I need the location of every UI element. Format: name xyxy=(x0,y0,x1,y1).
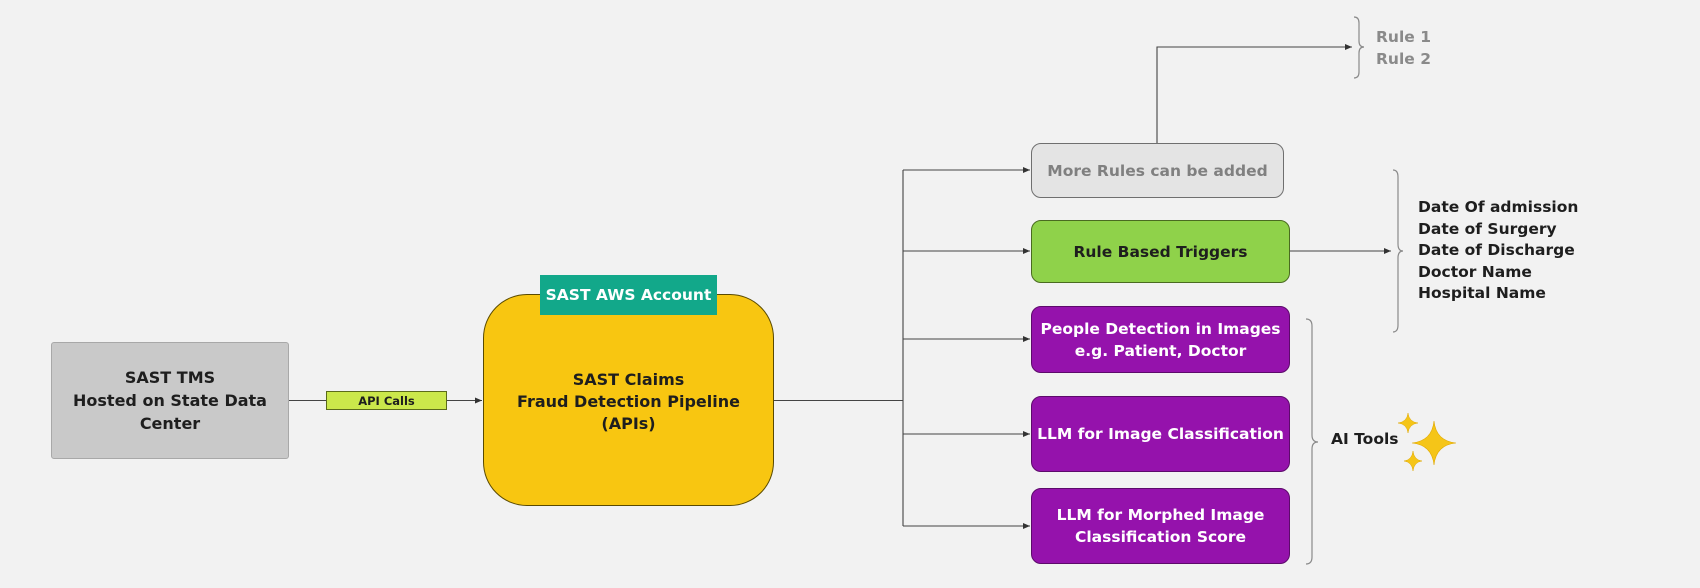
connector-more-rules-rules xyxy=(1156,44,1352,143)
sparkles-icon xyxy=(1397,413,1457,472)
people-detection-line-2: e.g. Patient, Doctor xyxy=(1074,341,1247,360)
tms-title: SAST TMS xyxy=(124,368,216,387)
rule-triggers-text: Rule Based Triggers xyxy=(1073,242,1248,261)
pipeline-line-1: SAST Claims xyxy=(572,370,685,389)
more-rules-text: More Rules can be added xyxy=(1047,161,1268,180)
brace-fields xyxy=(1392,169,1404,333)
aws-account-label: SAST AWS Account xyxy=(540,275,717,315)
pipeline-line-3: (APIs) xyxy=(601,414,656,433)
rule-based-triggers-box: Rule Based Triggers xyxy=(1031,220,1290,283)
field-item: Date Of admission xyxy=(1418,198,1579,216)
api-calls-text: API Calls xyxy=(358,393,415,408)
people-detection-box: People Detection in Images e.g. Patient,… xyxy=(1031,306,1290,373)
ai-tools-label: AI Tools xyxy=(1331,430,1399,448)
people-detection-line-1: People Detection in Images xyxy=(1040,319,1281,338)
tms-subtitle: Hosted on State Data Center xyxy=(73,391,267,433)
sast-tms-box: SAST TMS Hosted on State Data Center xyxy=(51,342,289,459)
rule-item: Rule 2 xyxy=(1376,50,1431,68)
aws-account-text: SAST AWS Account xyxy=(545,286,712,304)
llm-morphed-line-2: Classification Score xyxy=(1074,528,1246,546)
brace-rules xyxy=(1353,16,1365,79)
llm-morphed-image-box: LLM for Morphed Image Classification Sco… xyxy=(1031,488,1290,564)
field-item: Hospital Name xyxy=(1418,284,1546,303)
pipeline-line-2: Fraud Detection Pipeline xyxy=(517,392,740,411)
llm-image-classification-box: LLM for Image Classification xyxy=(1031,396,1290,472)
llm-classification-text: LLM for Image Classification xyxy=(1037,425,1284,443)
fraud-detection-pipeline-box: SAST Claims Fraud Detection Pipeline (AP… xyxy=(483,294,774,506)
llm-morphed-line-1: LLM for Morphed Image xyxy=(1056,506,1265,524)
field-item: Date of Discharge xyxy=(1418,241,1575,260)
brace-ai-tools xyxy=(1305,318,1319,565)
field-item: Date of Surgery xyxy=(1418,219,1557,238)
api-calls-label: API Calls xyxy=(326,391,447,410)
trigger-fields-list: Date Of admission Date of Surgery Date o… xyxy=(1418,197,1578,305)
more-rules-box: More Rules can be added xyxy=(1031,143,1284,198)
rule-item: Rule 1 xyxy=(1376,28,1431,46)
field-item: Doctor Name xyxy=(1418,262,1532,281)
rules-list: Rule 1 Rule 2 xyxy=(1376,26,1431,70)
